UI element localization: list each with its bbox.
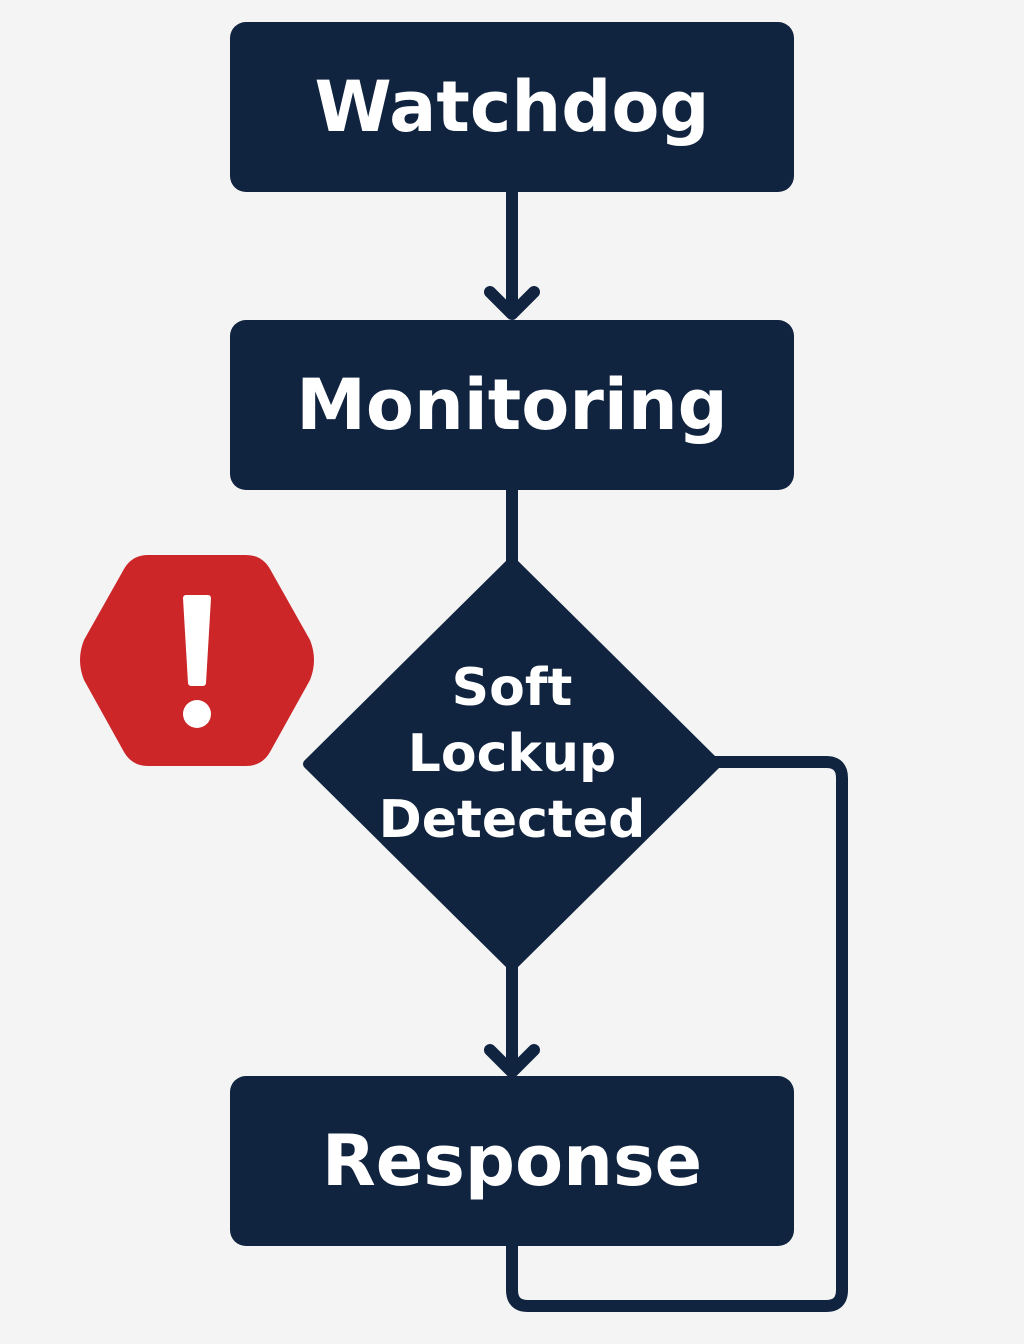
arrowhead-1 — [484, 286, 540, 320]
decision-line-2: Lockup — [407, 724, 617, 784]
decision-line-1: Soft — [451, 658, 573, 718]
arrowhead-2 — [484, 1044, 540, 1078]
watchdog-node: Watchdog — [230, 22, 794, 192]
monitoring-label: Monitoring — [296, 364, 728, 446]
response-node: Response — [230, 1076, 794, 1246]
loop-line — [506, 756, 848, 1312]
decision-diamond — [303, 557, 721, 971]
response-label: Response — [321, 1120, 703, 1202]
watchdog-label: Watchdog — [314, 66, 710, 148]
decision-label: Soft Lockup Detected — [362, 655, 662, 853]
decision-line-3: Detected — [378, 790, 646, 850]
monitoring-node: Monitoring — [230, 320, 794, 490]
exclamation-hexagon-icon — [80, 555, 314, 766]
